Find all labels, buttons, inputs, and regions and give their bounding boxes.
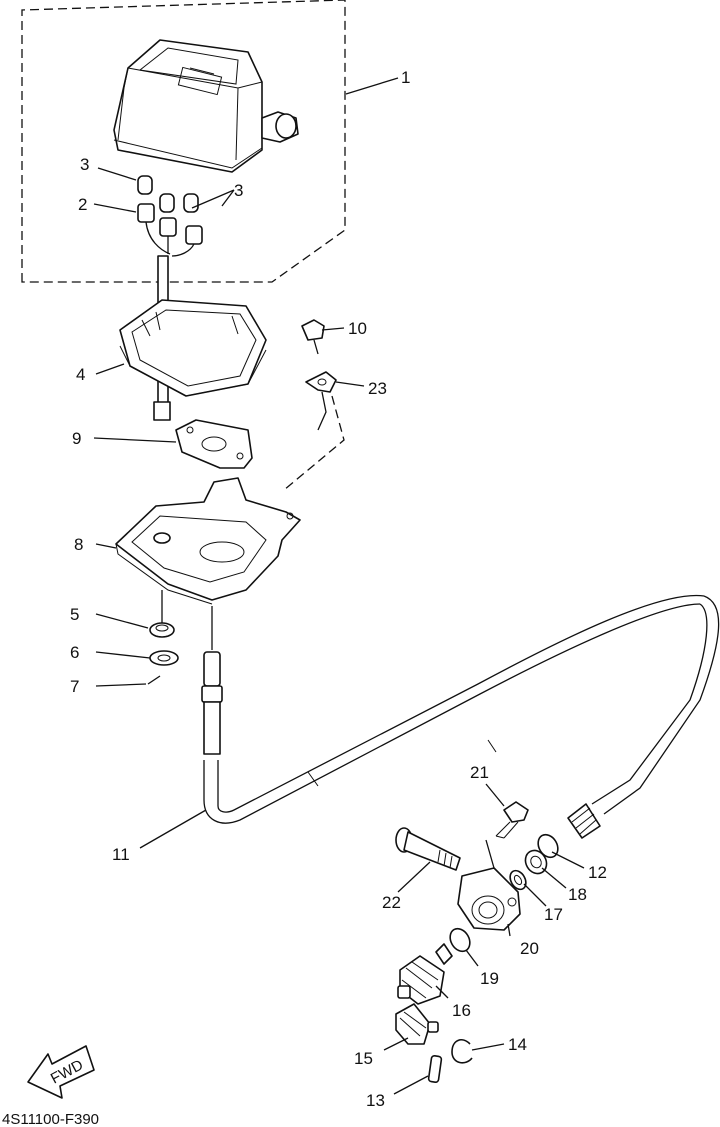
part-label-6: 6 [70, 643, 79, 662]
part-label-21: 21 [470, 763, 489, 782]
part-label-20: 20 [520, 939, 539, 958]
gear-housing [457, 839, 521, 931]
part-label-14: 14 [508, 1035, 527, 1054]
fwd-arrow-icon: FWD [27, 1045, 95, 1099]
part-label-17: 17 [544, 905, 563, 924]
drive-gear [397, 943, 453, 1005]
meter-assembly [113, 39, 299, 173]
o-ring [449, 927, 471, 953]
part-label-19: 19 [480, 969, 499, 988]
seals-and-washers [509, 833, 559, 891]
part-label-3: 3 [234, 181, 243, 200]
gasket-plate [175, 419, 253, 469]
part-label-16: 16 [452, 1001, 471, 1020]
dowel-pin [427, 1055, 443, 1083]
part-label-2: 2 [78, 195, 87, 214]
part-label-18: 18 [568, 885, 587, 904]
part-label-3: 3 [80, 155, 89, 174]
bolt-and-bracket [283, 319, 345, 491]
part-label-1: 1 [401, 68, 410, 87]
drawing-code: 4S11100-F390 [2, 1111, 99, 1127]
part-label-22: 22 [382, 893, 401, 912]
axle-bolt [395, 827, 461, 871]
part-label-15: 15 [354, 1049, 373, 1068]
leader-lines [93, 77, 585, 1095]
part-label-12: 12 [588, 863, 607, 882]
driven-gear [395, 1003, 439, 1045]
part-label-10: 10 [348, 319, 367, 338]
part-label-4: 4 [76, 365, 85, 384]
gear-housing-bolt [495, 801, 529, 839]
part-label-13: 13 [366, 1091, 385, 1110]
circlip [451, 1039, 473, 1064]
meter-housing [119, 299, 267, 421]
meter-assembly-outline [21, 0, 346, 283]
part-label-9: 9 [72, 429, 81, 448]
part-label-11: 11 [112, 845, 130, 864]
speedometer-cable [201, 594, 720, 839]
part-number-labels: 1 2 3 3 4 5 6 7 8 9 10 11 12 13 14 15 16… [70, 68, 607, 1110]
part-label-5: 5 [70, 605, 79, 624]
meter-bracket [115, 477, 301, 605]
part-label-8: 8 [74, 535, 83, 554]
part-label-23: 23 [368, 379, 387, 398]
part-label-7: 7 [70, 677, 79, 696]
grommet-washer-pin [147, 590, 179, 685]
cable-end-fitting [567, 803, 601, 839]
